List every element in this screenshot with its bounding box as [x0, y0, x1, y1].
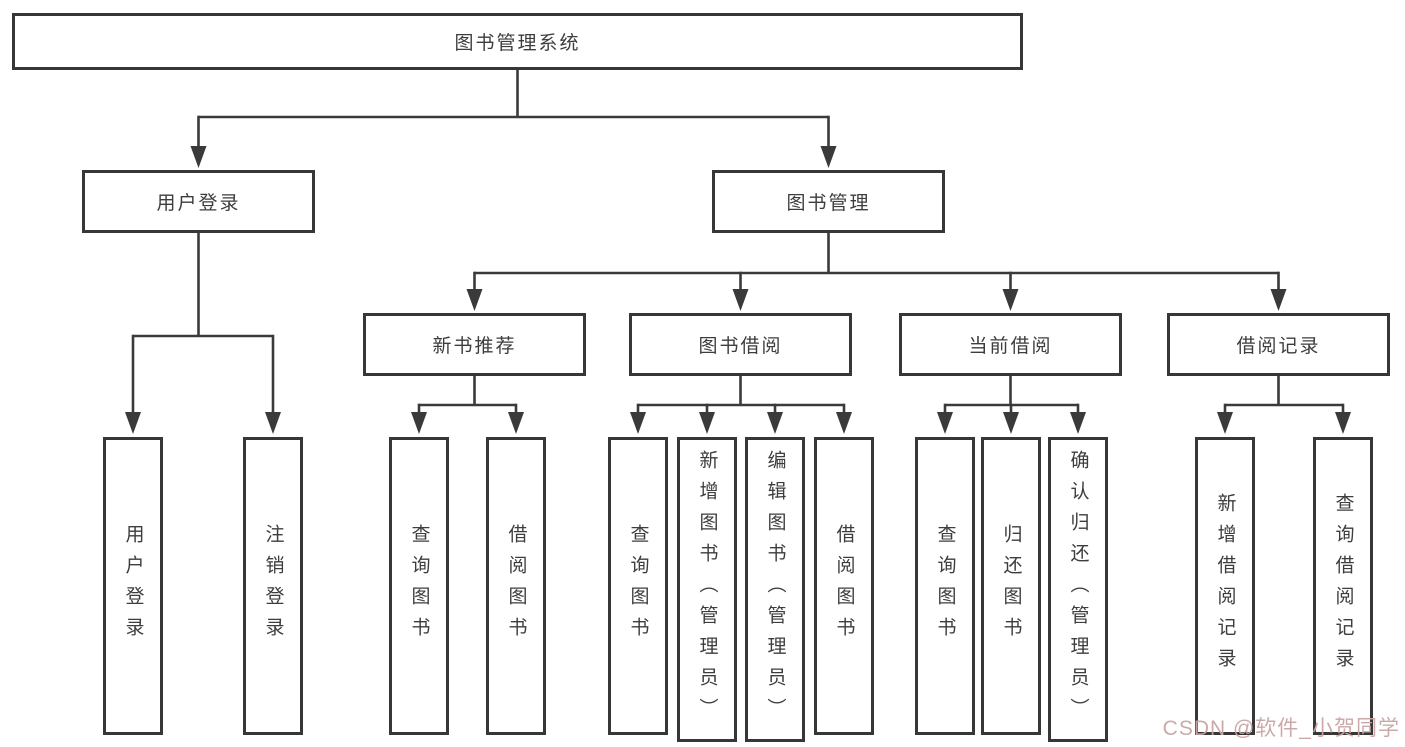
node-current-borrow-label: 当前借阅	[968, 336, 1053, 357]
leaf-current-return-book-label: 归还图书	[1000, 524, 1022, 648]
leaf-record-add-record-label: 新增借阅记录	[1214, 493, 1236, 679]
leaf-borrow-query-book: 查询图书	[608, 437, 668, 735]
leaf-current-confirm-return-admin: 确认归还（管理员）	[1048, 437, 1108, 742]
leaf-record-query-record-label: 查询借阅记录	[1332, 493, 1354, 679]
node-borrow-record-label: 借阅记录	[1236, 336, 1321, 357]
leaf-newrec-borrow-book: 借阅图书	[486, 437, 546, 735]
leaf-current-return-book: 归还图书	[981, 437, 1041, 735]
leaf-borrow-query-book-label: 查询图书	[627, 524, 649, 648]
leaf-borrow-edit-book-admin-label: 编辑图书（管理员）	[764, 450, 786, 729]
leaf-user-login: 用户登录	[103, 437, 163, 735]
node-book-management: 图书管理	[712, 170, 945, 233]
leaf-borrow-edit-book-admin: 编辑图书（管理员）	[745, 437, 805, 742]
leaf-borrow-borrow-book-label: 借阅图书	[833, 524, 855, 648]
leaf-newrec-borrow-book-label: 借阅图书	[505, 524, 527, 648]
node-borrow-record: 借阅记录	[1167, 313, 1390, 376]
node-root-label: 图书管理系统	[454, 33, 581, 54]
node-book-management-label: 图书管理	[786, 193, 871, 214]
leaf-borrow-add-book-admin-label: 新增图书（管理员）	[696, 450, 718, 729]
leaf-newrec-query-book-label: 查询图书	[408, 524, 430, 648]
leaf-user-logout-label: 注销登录	[262, 524, 284, 648]
leaf-newrec-query-book: 查询图书	[389, 437, 449, 735]
node-user-login: 用户登录	[82, 170, 315, 233]
node-current-borrow: 当前借阅	[899, 313, 1122, 376]
node-book-borrow: 图书借阅	[629, 313, 852, 376]
leaf-user-login-label: 用户登录	[122, 524, 144, 648]
leaf-record-add-record: 新增借阅记录	[1195, 437, 1255, 735]
leaf-current-confirm-return-admin-label: 确认归还（管理员）	[1067, 450, 1089, 729]
leaf-record-query-record: 查询借阅记录	[1313, 437, 1373, 735]
leaf-borrow-borrow-book: 借阅图书	[814, 437, 874, 735]
watermark: CSDN @软件_小贺同学	[1162, 717, 1400, 740]
leaf-current-query-book-label: 查询图书	[934, 524, 956, 648]
leaf-borrow-add-book-admin: 新增图书（管理员）	[677, 437, 737, 742]
node-root: 图书管理系统	[12, 13, 1023, 70]
node-new-book-recommend-label: 新书推荐	[432, 336, 517, 357]
node-book-borrow-label: 图书借阅	[698, 336, 783, 357]
leaf-user-logout: 注销登录	[243, 437, 303, 735]
leaf-current-query-book: 查询图书	[915, 437, 975, 735]
node-user-login-label: 用户登录	[156, 193, 241, 214]
node-new-book-recommend: 新书推荐	[363, 313, 586, 376]
